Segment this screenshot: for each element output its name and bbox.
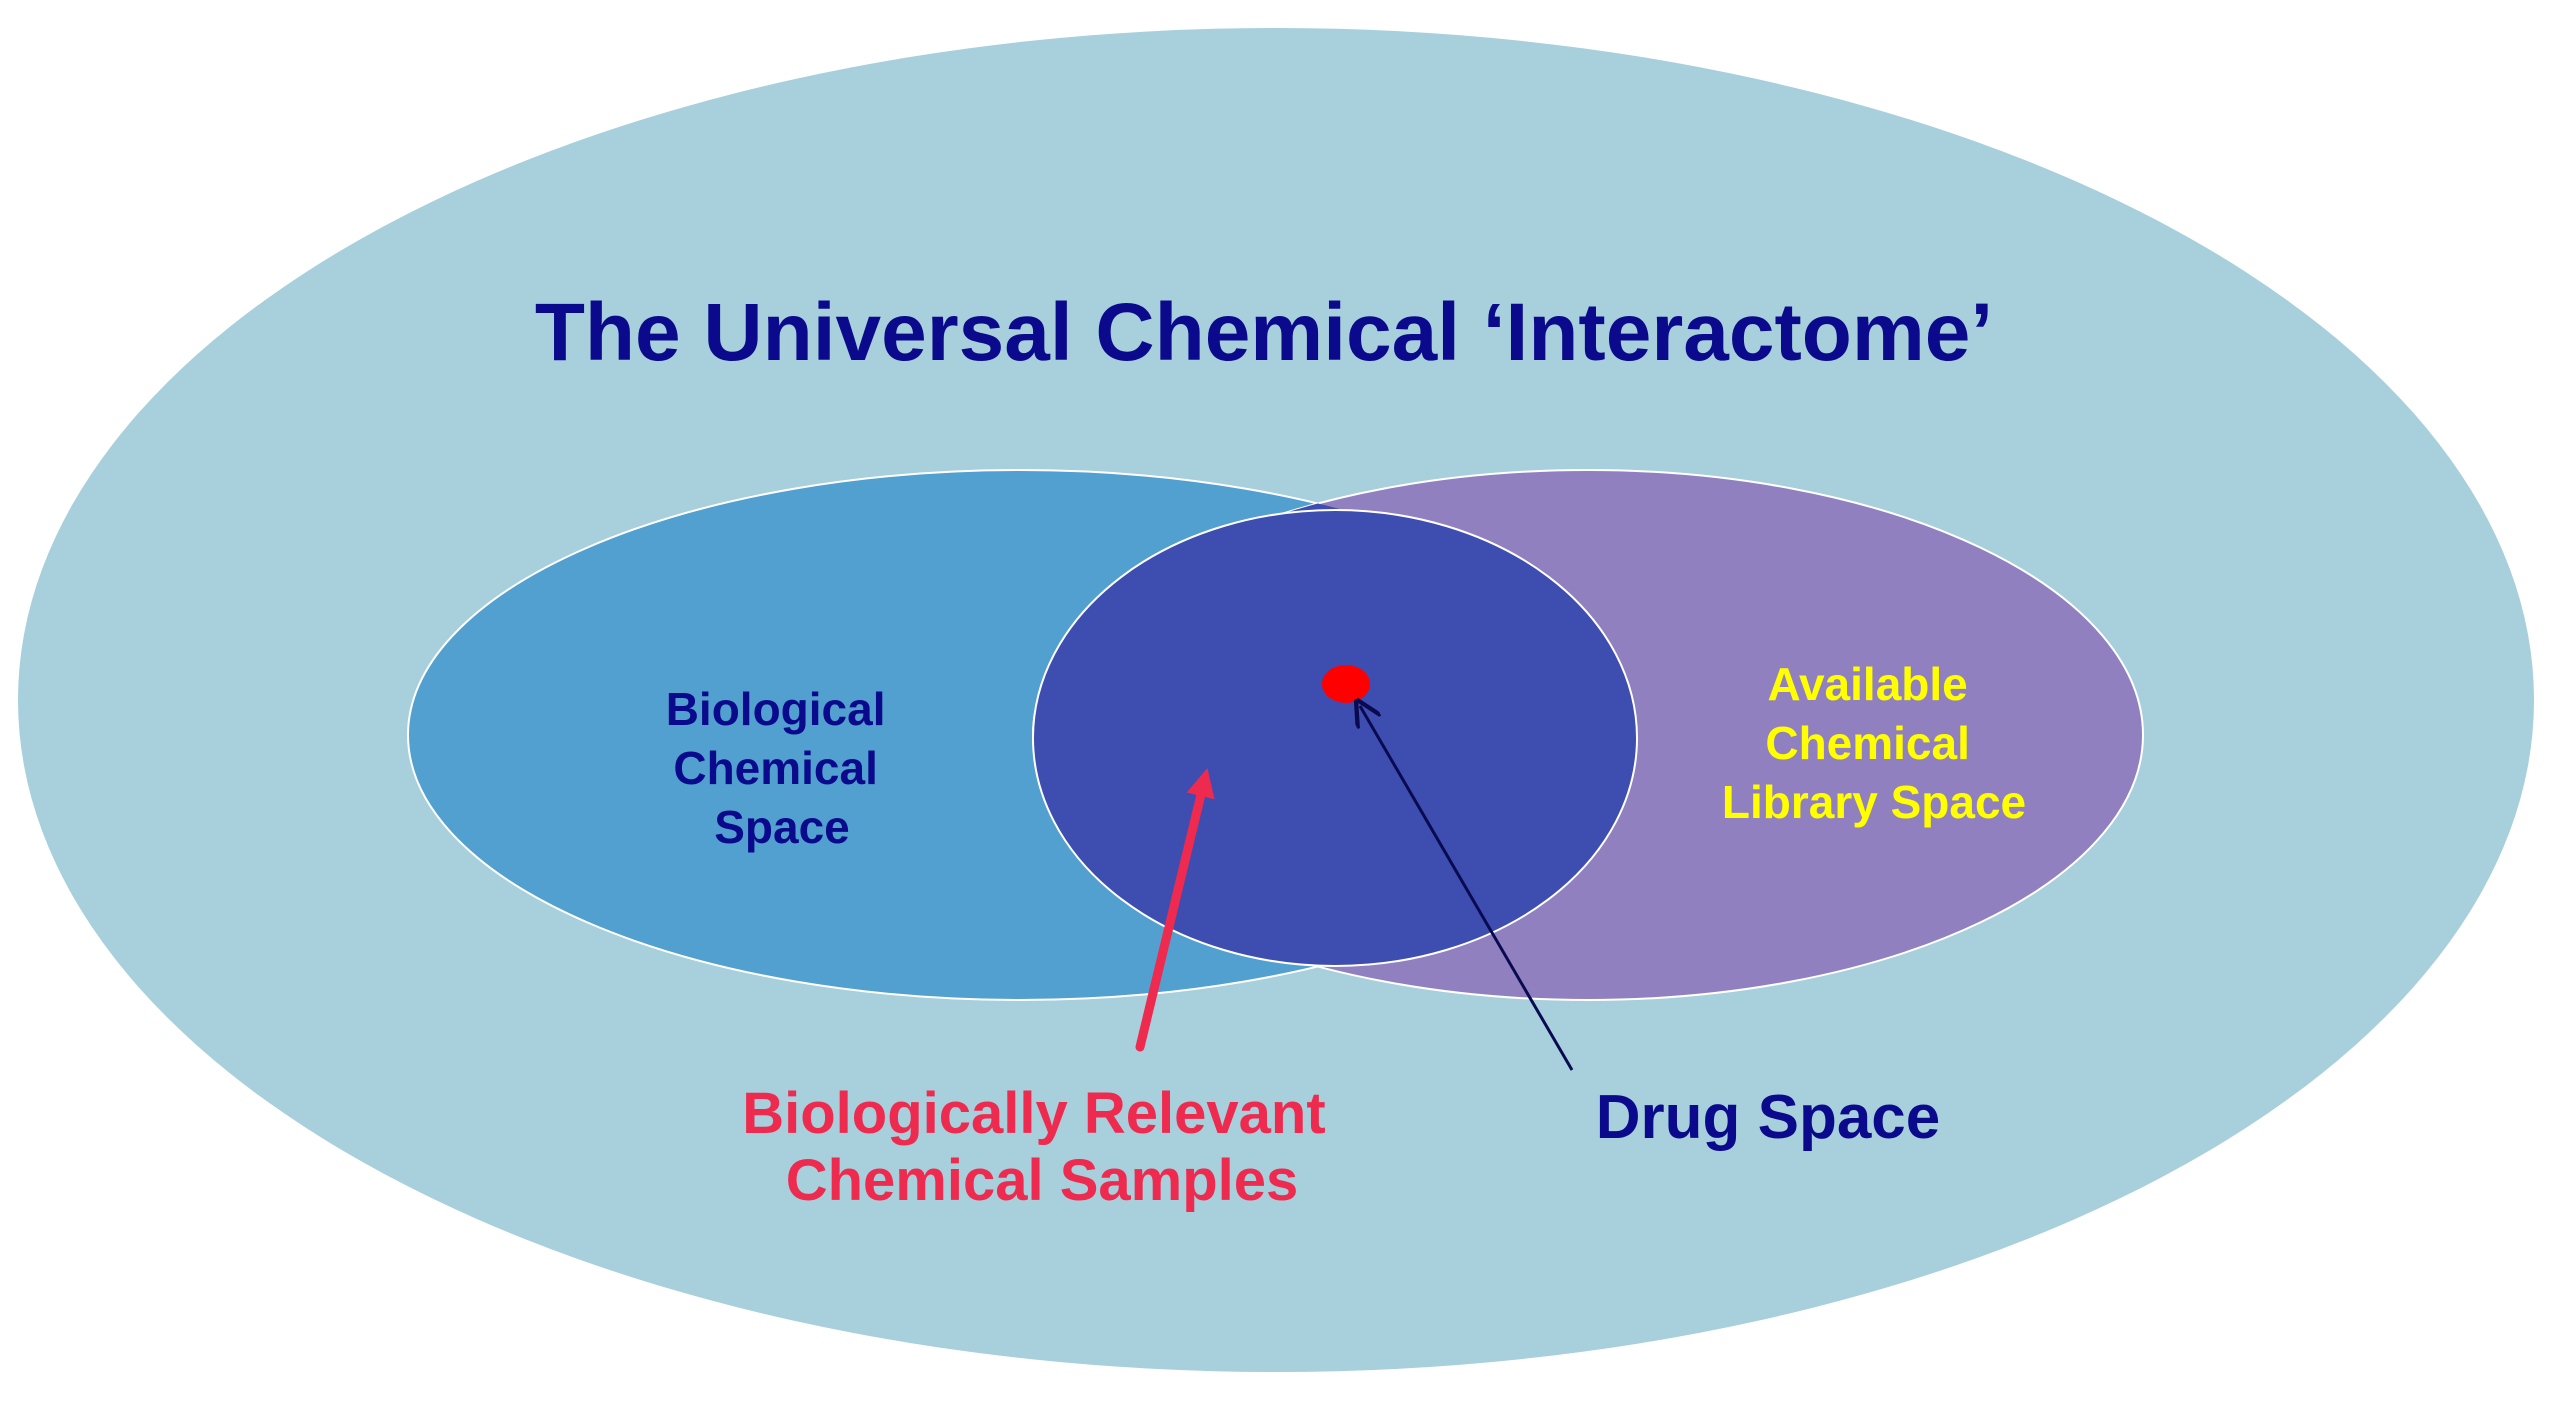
drug-space-arrow	[1360, 706, 1574, 1071]
relevant-samples-label: Biologically Relevant Chemical Samples	[742, 1081, 1342, 1213]
library-space-label: Available Chemical Library Space	[1722, 658, 2026, 828]
biological-space-label-line3: Space	[714, 801, 850, 853]
relevant-samples-arrow	[1135, 768, 1215, 1052]
diagram-title: The Universal Chemical ‘Interactome’	[535, 287, 1993, 378]
library-space-label-line3: Library Space	[1722, 776, 2026, 828]
library-space-label-line2: Chemical	[1765, 717, 1970, 769]
relevant-samples-ellipse	[1032, 509, 1638, 967]
biological-space-label: Biological Chemical Space	[666, 683, 899, 853]
relevant-samples-label-line2: Chemical Samples	[786, 1148, 1299, 1213]
drug-space-label: Drug Space	[1596, 1083, 1941, 1152]
biological-space-label-line1: Biological	[666, 683, 886, 735]
drug-space-dot	[1322, 665, 1370, 703]
relevant-samples-label-line1: Biologically Relevant	[742, 1081, 1325, 1146]
biological-space-label-line2: Chemical	[673, 742, 878, 794]
library-space-label-line1: Available	[1767, 658, 1967, 710]
